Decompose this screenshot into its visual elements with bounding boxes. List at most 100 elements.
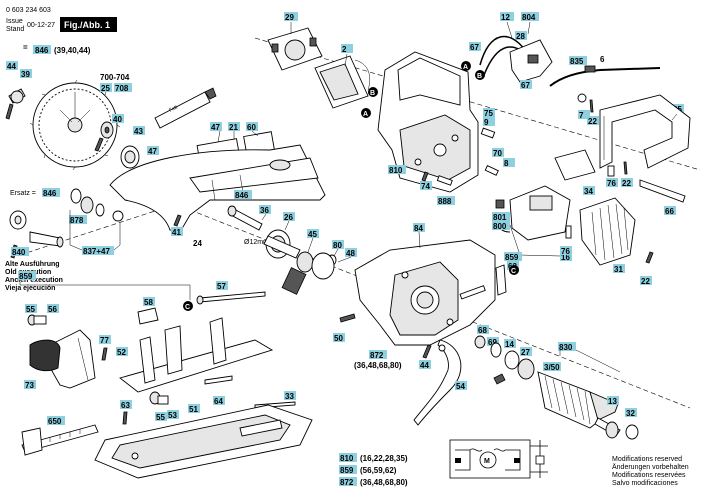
callout-859: 859 — [19, 272, 33, 281]
callout-66: 66 — [665, 207, 674, 216]
callout-69: 69 — [488, 338, 497, 347]
callout-800: 800 — [493, 222, 507, 231]
callout-40: 40 — [113, 115, 122, 124]
motor-cap-part — [579, 197, 636, 266]
callout-3-50: 3/50 — [544, 363, 560, 372]
svg-text:Fett: Fett — [168, 104, 179, 114]
cap-part — [625, 424, 639, 440]
svg-text:B: B — [370, 90, 375, 97]
marker-b2: B — [477, 73, 482, 80]
callout-26: 26 — [284, 213, 293, 222]
callout-846-mid: 846 — [43, 189, 57, 198]
callout-73: 73 — [25, 381, 34, 390]
callout-13: 13 — [608, 397, 617, 406]
spanner-old-part — [9, 210, 64, 259]
callout-53: 53 — [168, 411, 177, 420]
switch-cable-part — [479, 35, 553, 83]
callout-43: 43 — [134, 127, 143, 136]
callout-12: 12 — [501, 13, 510, 22]
callout-70: 70 — [493, 149, 502, 158]
bolt-part — [196, 291, 266, 305]
callout-34: 34 — [584, 187, 593, 196]
screw-part — [173, 214, 182, 227]
screw-part — [422, 344, 432, 359]
callout-840: 840 — [12, 248, 26, 257]
callout-859-r: 859 — [505, 253, 519, 262]
rip-fence-ruler-part — [21, 424, 99, 456]
marker-c-left — [183, 301, 193, 311]
hex-key-part — [639, 179, 686, 203]
callout-55b: 55 — [156, 413, 165, 422]
base-plate-part — [94, 404, 313, 479]
diameter-label: Ø12mm — [244, 239, 269, 246]
boundary-line — [159, 197, 691, 409]
bearing-part — [504, 350, 520, 370]
bearing-part — [605, 421, 619, 439]
callout-75: 75 — [484, 109, 493, 118]
kit-810-refs: (16,22,28,35) — [360, 454, 408, 463]
kit-810-num: 810 — [340, 454, 354, 463]
grease-tube-part: Fett — [154, 87, 217, 129]
callout-29: 29 — [285, 13, 294, 22]
callout-56: 56 — [48, 305, 57, 314]
callout-57: 57 — [217, 282, 226, 291]
callout-77: 77 — [100, 336, 109, 345]
callout-846-refs: (39,40,44) — [54, 46, 91, 55]
issue-label: Issue — [6, 18, 23, 25]
svg-text:A: A — [363, 111, 368, 118]
callout-33: 33 — [285, 392, 294, 401]
callout-872: 872 — [370, 351, 384, 360]
callout-835: 835 — [570, 57, 584, 66]
figure-label-box — [60, 17, 117, 32]
bracket-part — [495, 264, 507, 296]
screw-part — [589, 99, 594, 113]
callout-25: 25 — [101, 84, 110, 93]
callout-804: 804 — [522, 13, 536, 22]
marker-b — [368, 87, 378, 97]
callout-50: 50 — [334, 334, 343, 343]
callout-14: 14 — [505, 340, 514, 349]
callout-16: 16 — [561, 253, 570, 262]
callout-888: 888 — [438, 197, 452, 206]
field-winding-part — [314, 55, 371, 109]
lever-part — [413, 339, 462, 426]
callout-76a: 76 — [607, 179, 616, 188]
callout-700-704: 700-704 — [100, 73, 130, 82]
marker-a — [361, 108, 371, 118]
callout-24: 24 — [193, 239, 202, 248]
callout-67b: 67 — [521, 81, 530, 90]
svg-text:C: C — [185, 304, 190, 311]
callout-67a: 67 — [470, 43, 479, 52]
clip-part — [607, 165, 615, 177]
callout-708: 708 — [115, 84, 129, 93]
o-ring-part — [311, 252, 335, 280]
pinion-part — [493, 373, 506, 385]
screw-part — [421, 171, 429, 182]
callout-837-47: 837+47 — [83, 247, 110, 256]
callout-801: 801 — [493, 213, 507, 222]
callout-810: 810 — [389, 166, 403, 175]
figure-label: Fig./Abb. 1 — [64, 20, 110, 30]
callout-8: 8 — [504, 159, 509, 168]
callout-21: 21 — [229, 123, 238, 132]
brush-holder-plate-part — [267, 27, 323, 71]
bearing-part — [490, 342, 502, 358]
callout-58: 58 — [144, 298, 153, 307]
bracket-line — [69, 210, 121, 251]
washer-part — [10, 90, 24, 104]
knob-part — [149, 391, 169, 405]
callout-32: 32 — [626, 409, 635, 418]
callout-84: 84 — [414, 224, 423, 233]
label-part — [436, 175, 453, 186]
callout-22a: 22 — [588, 117, 597, 126]
handle-part — [599, 94, 691, 169]
blade-guard-part — [109, 144, 326, 233]
screw-part — [101, 347, 108, 361]
mod-en: Modifications reserved — [612, 456, 682, 463]
callout-830: 830 — [559, 343, 573, 352]
callout-7: 7 — [579, 111, 584, 120]
callout-47b: 47 — [211, 123, 220, 132]
callout-68: 68 — [478, 326, 487, 335]
callout-51: 51 — [189, 405, 198, 414]
clamp-plate-part — [137, 307, 159, 325]
